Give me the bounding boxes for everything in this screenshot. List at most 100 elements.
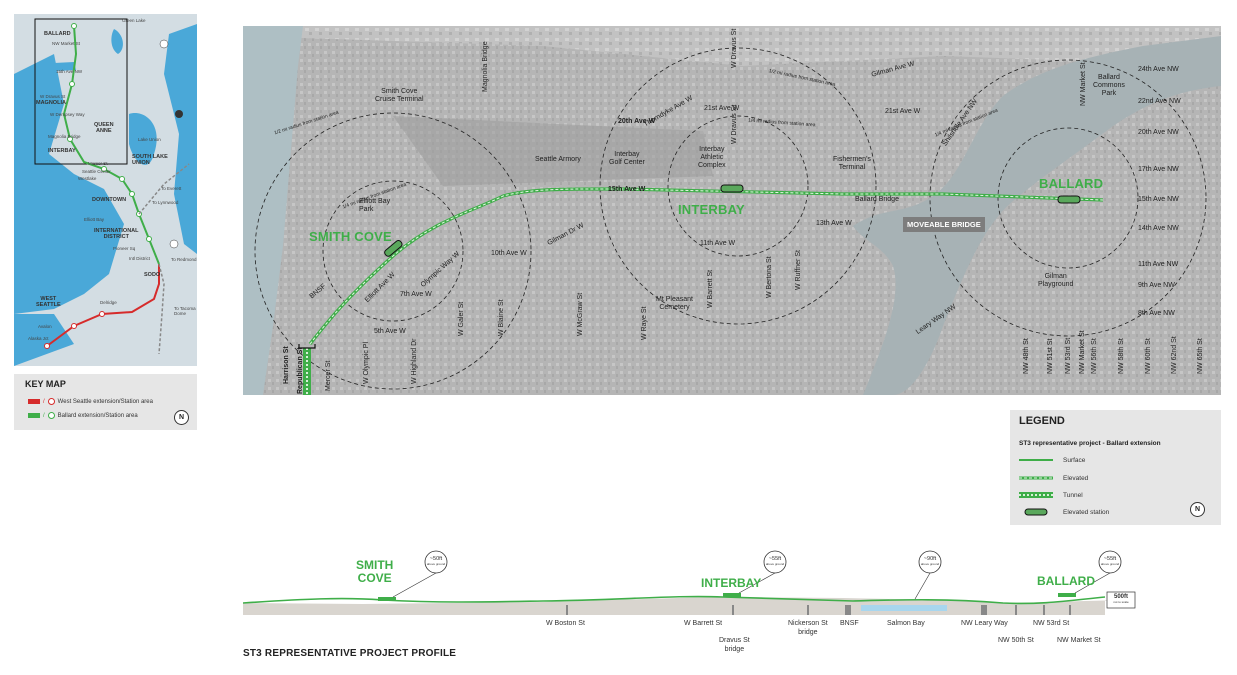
green-station-ring-icon (47, 412, 55, 419)
height-note: above ground (765, 562, 785, 566)
street-label: W Raye St (641, 306, 648, 340)
legend-west-seattle-row: / West Seattle extension/Station area (28, 398, 153, 405)
profile-station-smith-cove[interactable]: SMITH COVE (356, 558, 394, 585)
slash-icon: / (43, 398, 45, 405)
place-label: Mt Pleasant Cemetery (656, 296, 693, 312)
station-label-interbay[interactable]: INTERBAY (678, 202, 745, 217)
legend-surface-label: Surface (1063, 456, 1086, 464)
keymap-stop: Avalon (38, 324, 52, 329)
place-label: Smith Cove Cruise Terminal (375, 88, 424, 104)
legend-row-tunnel: Tunnel (1019, 491, 1083, 499)
legend-ballard-row: / Ballard extension/Station area (28, 412, 138, 419)
keymap-place: Green Lake (122, 18, 146, 23)
keymap-stop: W Dempsey Way (50, 112, 85, 117)
profile-label: Salmon Bay (887, 620, 925, 627)
legend-west-seattle-label: West Seattle extension/Station area (57, 398, 153, 405)
street-label: W Barrett St (707, 269, 714, 308)
height-bubble-interbay: ~55ft above ground (765, 556, 785, 566)
profile-label: Nickerson St bridge (788, 620, 828, 636)
keymap-downtown-label: DOWNTOWN (92, 197, 127, 203)
keymap-stop: Westlake (78, 176, 97, 181)
elevated-line-icon (1019, 476, 1053, 480)
profile-label: BNSF (840, 620, 859, 627)
street-label: W Highland Dr (411, 338, 418, 384)
main-map[interactable]: 1/2 mi radius from station area 1/4 mi r… (243, 26, 1221, 395)
profile-station-ballard[interactable]: BALLARD (1037, 574, 1095, 588)
key-map-title: KEY MAP (25, 379, 66, 389)
street-label: NW 58th St (1118, 338, 1125, 374)
street-label: W Dravus St (731, 104, 738, 144)
place-label: Interbay Golf Center (609, 151, 645, 167)
street-label: 11th Ave NW (1138, 261, 1179, 268)
height-value: ~55ft (768, 556, 782, 562)
key-map[interactable]: BALLARD MAGNOLIA QUEEN ANNE INTERBAY SOU… (14, 14, 197, 366)
keymap-slu-label: SOUTH LAKE UNION (132, 154, 168, 166)
station-label-smith-cove[interactable]: SMITH COVE (309, 229, 392, 244)
street-label: W Dravus St (731, 28, 738, 68)
keymap-place: To Lynnwood (152, 200, 179, 205)
keymap-stop: W Dravus St (40, 94, 66, 99)
keymap-stop: Pioneer Sq (113, 246, 136, 251)
main-map-graphic (243, 26, 1221, 395)
height-value: ~90ft (923, 556, 937, 562)
height-bubble-ballard: ~55ft above ground (1100, 556, 1120, 566)
red-station-ring-icon (47, 398, 55, 405)
street-label: NW Market St (1079, 330, 1086, 374)
keymap-magnolia-label: MAGNOLIA (36, 100, 66, 106)
legend-row-station: Elevated station (1019, 508, 1109, 516)
profile-label: NW Leary Way (961, 620, 1008, 627)
surface-line-icon (1019, 459, 1053, 461)
street-label: 22nd Ave NW (1138, 98, 1181, 105)
street-label: 17th Ave NW (1138, 166, 1179, 173)
profile-label: NW Market St (1057, 637, 1101, 644)
street-label: W Galer St (458, 301, 465, 336)
street-label: 11th Ave W (700, 240, 736, 247)
place-label: Fishermen's Terminal (833, 156, 871, 172)
street-label: 20th Ave W (618, 118, 656, 125)
street-label: W McGraw St (577, 292, 584, 336)
street-label: 15th Ave NW (1138, 196, 1179, 203)
street-label: 10th Ave W (491, 250, 527, 257)
key-map-graphic (14, 18, 197, 366)
scale-note: not to scale (1113, 600, 1129, 604)
keymap-intl-district-label: INTERNATIONAL DISTRICT (94, 228, 139, 240)
street-label: 24th Ave NW (1138, 66, 1179, 73)
keymap-place: Lake Union (138, 137, 161, 142)
street-label: W Bertona St (766, 256, 773, 298)
profile-station-interbay[interactable]: INTERBAY (701, 576, 762, 590)
street-label: Republican St (297, 347, 304, 394)
profile-label: Dravus St bridge (719, 637, 750, 653)
keymap-stop: Mercer St (88, 161, 108, 166)
profile-graphic (243, 550, 1136, 615)
street-label: NW 48th St (1023, 338, 1030, 374)
profile-label: NW 53rd St (1033, 620, 1070, 627)
station-label-ballard[interactable]: BALLARD (1039, 176, 1104, 191)
place-label: Ballard Commons Park (1093, 74, 1125, 98)
scale-box: 500ft not to scale (1107, 594, 1135, 604)
street-label: W Olympic Pl (363, 342, 370, 384)
legend-subtitle: ST3 representative project - Ballard ext… (1019, 440, 1161, 447)
scale-value: 500ft (1113, 594, 1128, 600)
height-note: above ground (1100, 562, 1120, 566)
street-label: Magnolia Bridge (482, 41, 489, 92)
project-profile: SMITH COVE INTERBAY BALLARD ~50ft above … (243, 545, 1237, 655)
street-label: 7th Ave W (400, 291, 432, 298)
keymap-place: To Tacoma Dome (174, 306, 196, 316)
street-label: 5th Ave W (374, 328, 406, 335)
street-label: 20th Ave NW (1138, 129, 1179, 136)
street-label: 14th Ave NW (1138, 225, 1179, 232)
street-label: NW 56th St (1091, 338, 1098, 374)
street-label: 8th Ave NW (1138, 310, 1175, 317)
legend-row-surface: Surface (1019, 456, 1085, 464)
slash-icon: / (43, 412, 45, 419)
keymap-west-seattle-label: WEST SEATTLE (36, 296, 61, 308)
elevated-station-icon (1024, 508, 1048, 516)
profile-label: W Barrett St (684, 620, 723, 627)
place-label: Ballard Bridge (855, 196, 899, 203)
place-label: Gilman Playground (1038, 273, 1074, 289)
legend-title: LEGEND (1019, 415, 1065, 427)
height-note: above ground (920, 562, 940, 566)
keymap-stop: Intl District (129, 256, 151, 261)
street-label: 21st Ave W (704, 105, 740, 112)
keymap-interbay-label: INTERBAY (48, 148, 76, 154)
